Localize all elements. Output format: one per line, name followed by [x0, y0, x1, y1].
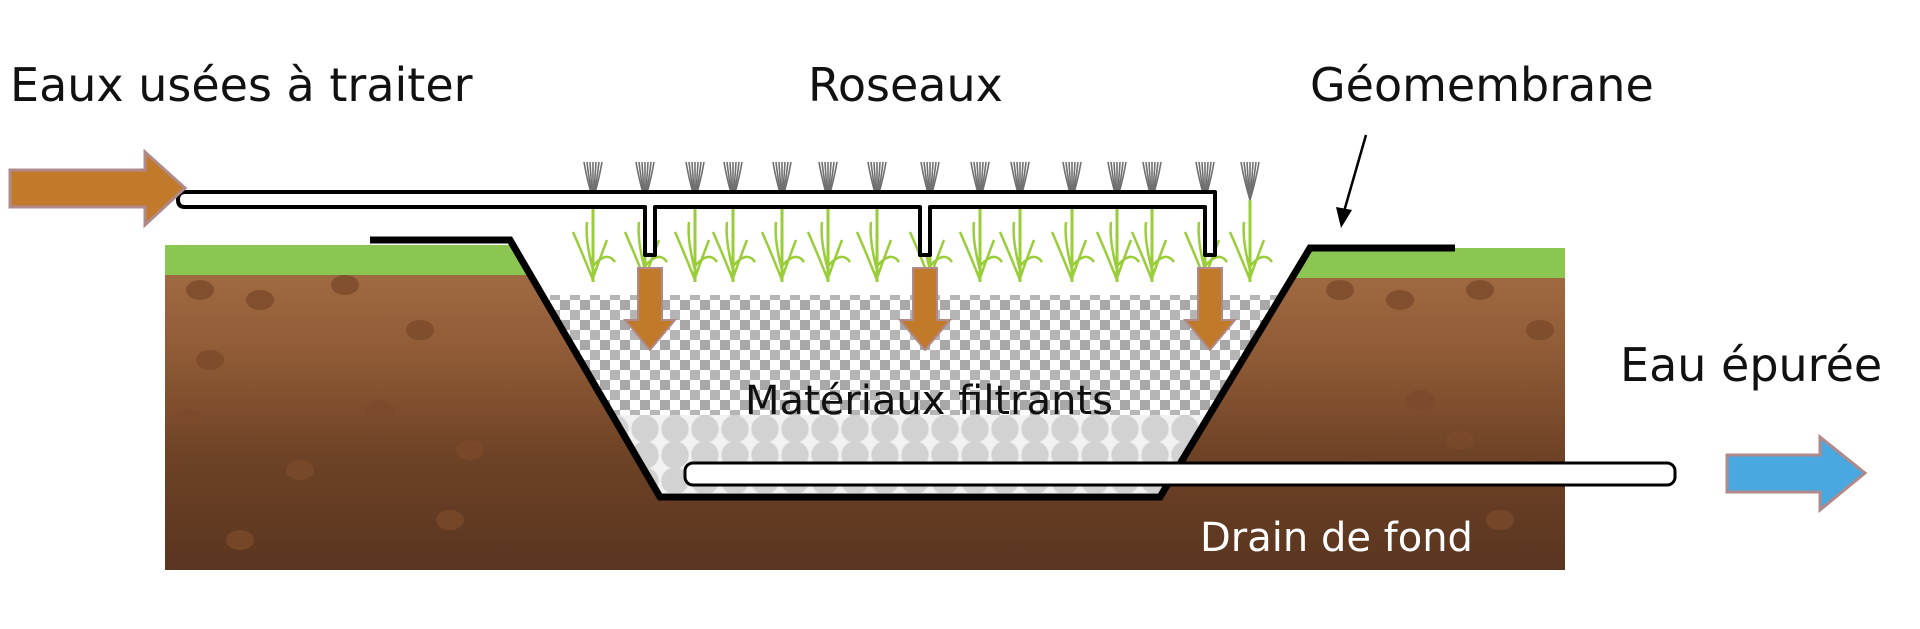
down-arrow-icon: [897, 267, 953, 352]
outflow-arrow-icon: [1725, 433, 1868, 514]
grass-left: [165, 245, 528, 275]
reeds-label: Roseaux: [808, 58, 1003, 112]
reed-icon: [571, 161, 617, 282]
down-arrow-icon: [622, 267, 678, 352]
reed-icon: [1130, 161, 1176, 282]
reed-icon: [711, 161, 757, 282]
reed-icon: [760, 161, 806, 282]
reed-icon: [673, 161, 719, 282]
reed-icon: [958, 161, 1004, 282]
reed-icon: [998, 161, 1044, 282]
inflow-arrow-icon: [8, 148, 188, 229]
fine-gravel-layer: [540, 295, 1285, 415]
bottom-drain-pipe: [683, 461, 1677, 487]
inflow-label: Eaux usées à traiter: [10, 58, 473, 112]
outflow-label: Eau épurée: [1620, 338, 1883, 392]
reed-icon: [1095, 161, 1141, 282]
bottom-drain-label: Drain de fond: [1200, 515, 1473, 561]
reed-icon: [806, 161, 852, 282]
down-arrow-icon: [1182, 267, 1238, 352]
percolation-arrows: [622, 267, 1238, 352]
geomembrane-liner: [370, 236, 1455, 501]
soil-ground: [165, 245, 1565, 570]
reed-icon: [855, 161, 901, 282]
reed-icon: [1228, 161, 1274, 282]
geomembrane-label: Géomembrane: [1310, 58, 1654, 112]
geomembrane-pointer-icon: [1336, 134, 1368, 228]
reed-icon: [1050, 161, 1096, 282]
grass-right: [1292, 248, 1565, 278]
filter-media-label: Matériaux filtrants: [745, 378, 1113, 424]
